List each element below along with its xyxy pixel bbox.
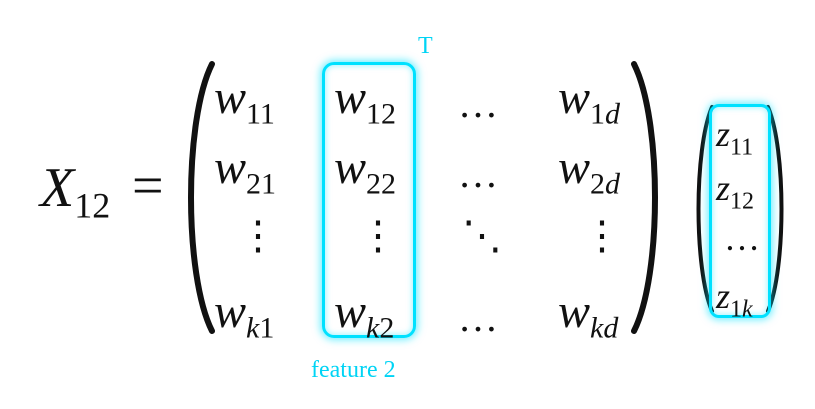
matrix-cell-r1c4: w1d (558, 71, 621, 131)
equals-sign: = (132, 155, 164, 217)
feature-label: feature 2 (311, 357, 396, 383)
matrix-cell-r1c2: w12 (334, 71, 397, 131)
vector-entry-2: z12 (716, 168, 755, 215)
matrix-cell-r2c2: w22 (334, 141, 397, 201)
vector-entry-3: … (724, 218, 760, 258)
matrix-right-paren (631, 61, 658, 334)
matrix-cell-r1c1: w11 (214, 71, 275, 131)
matrix-left-paren (188, 61, 215, 334)
matrix-cell-r2c4: w2d (558, 141, 621, 201)
transpose-label: T (418, 33, 433, 59)
matrix-cell-r3c3: ⋱ (462, 213, 502, 258)
matrix-cell-r4c2: wk2 (334, 285, 395, 345)
vector-right-paren (766, 105, 784, 313)
matrix-cell-r4c3: … (458, 295, 501, 340)
vector-entry-4: z1k (716, 276, 753, 323)
matrix-cell-r1c3: … (458, 81, 501, 126)
matrix-cell-r3c4: ⋮ (582, 213, 622, 258)
vector-entry-1: z11 (716, 114, 754, 161)
vector-highlight (709, 104, 771, 318)
matrix-cell-r3c1: ⋮ (238, 213, 278, 258)
matrix-cell-r3c2: ⋮ (358, 213, 398, 258)
matrix-cell-r2c1: w21 (214, 141, 277, 201)
matrix-cell-r2c3: … (458, 151, 501, 196)
vector-left-paren (696, 105, 714, 313)
matrix-cell-r4c1: wk1 (214, 285, 275, 345)
lhs-var: X (40, 157, 75, 219)
matrix-cell-r4c4: wkd (558, 285, 619, 345)
feature-column-highlight (322, 62, 416, 338)
lhs-symbol: X12 (40, 160, 110, 224)
lhs-subscript: 12 (74, 185, 111, 226)
